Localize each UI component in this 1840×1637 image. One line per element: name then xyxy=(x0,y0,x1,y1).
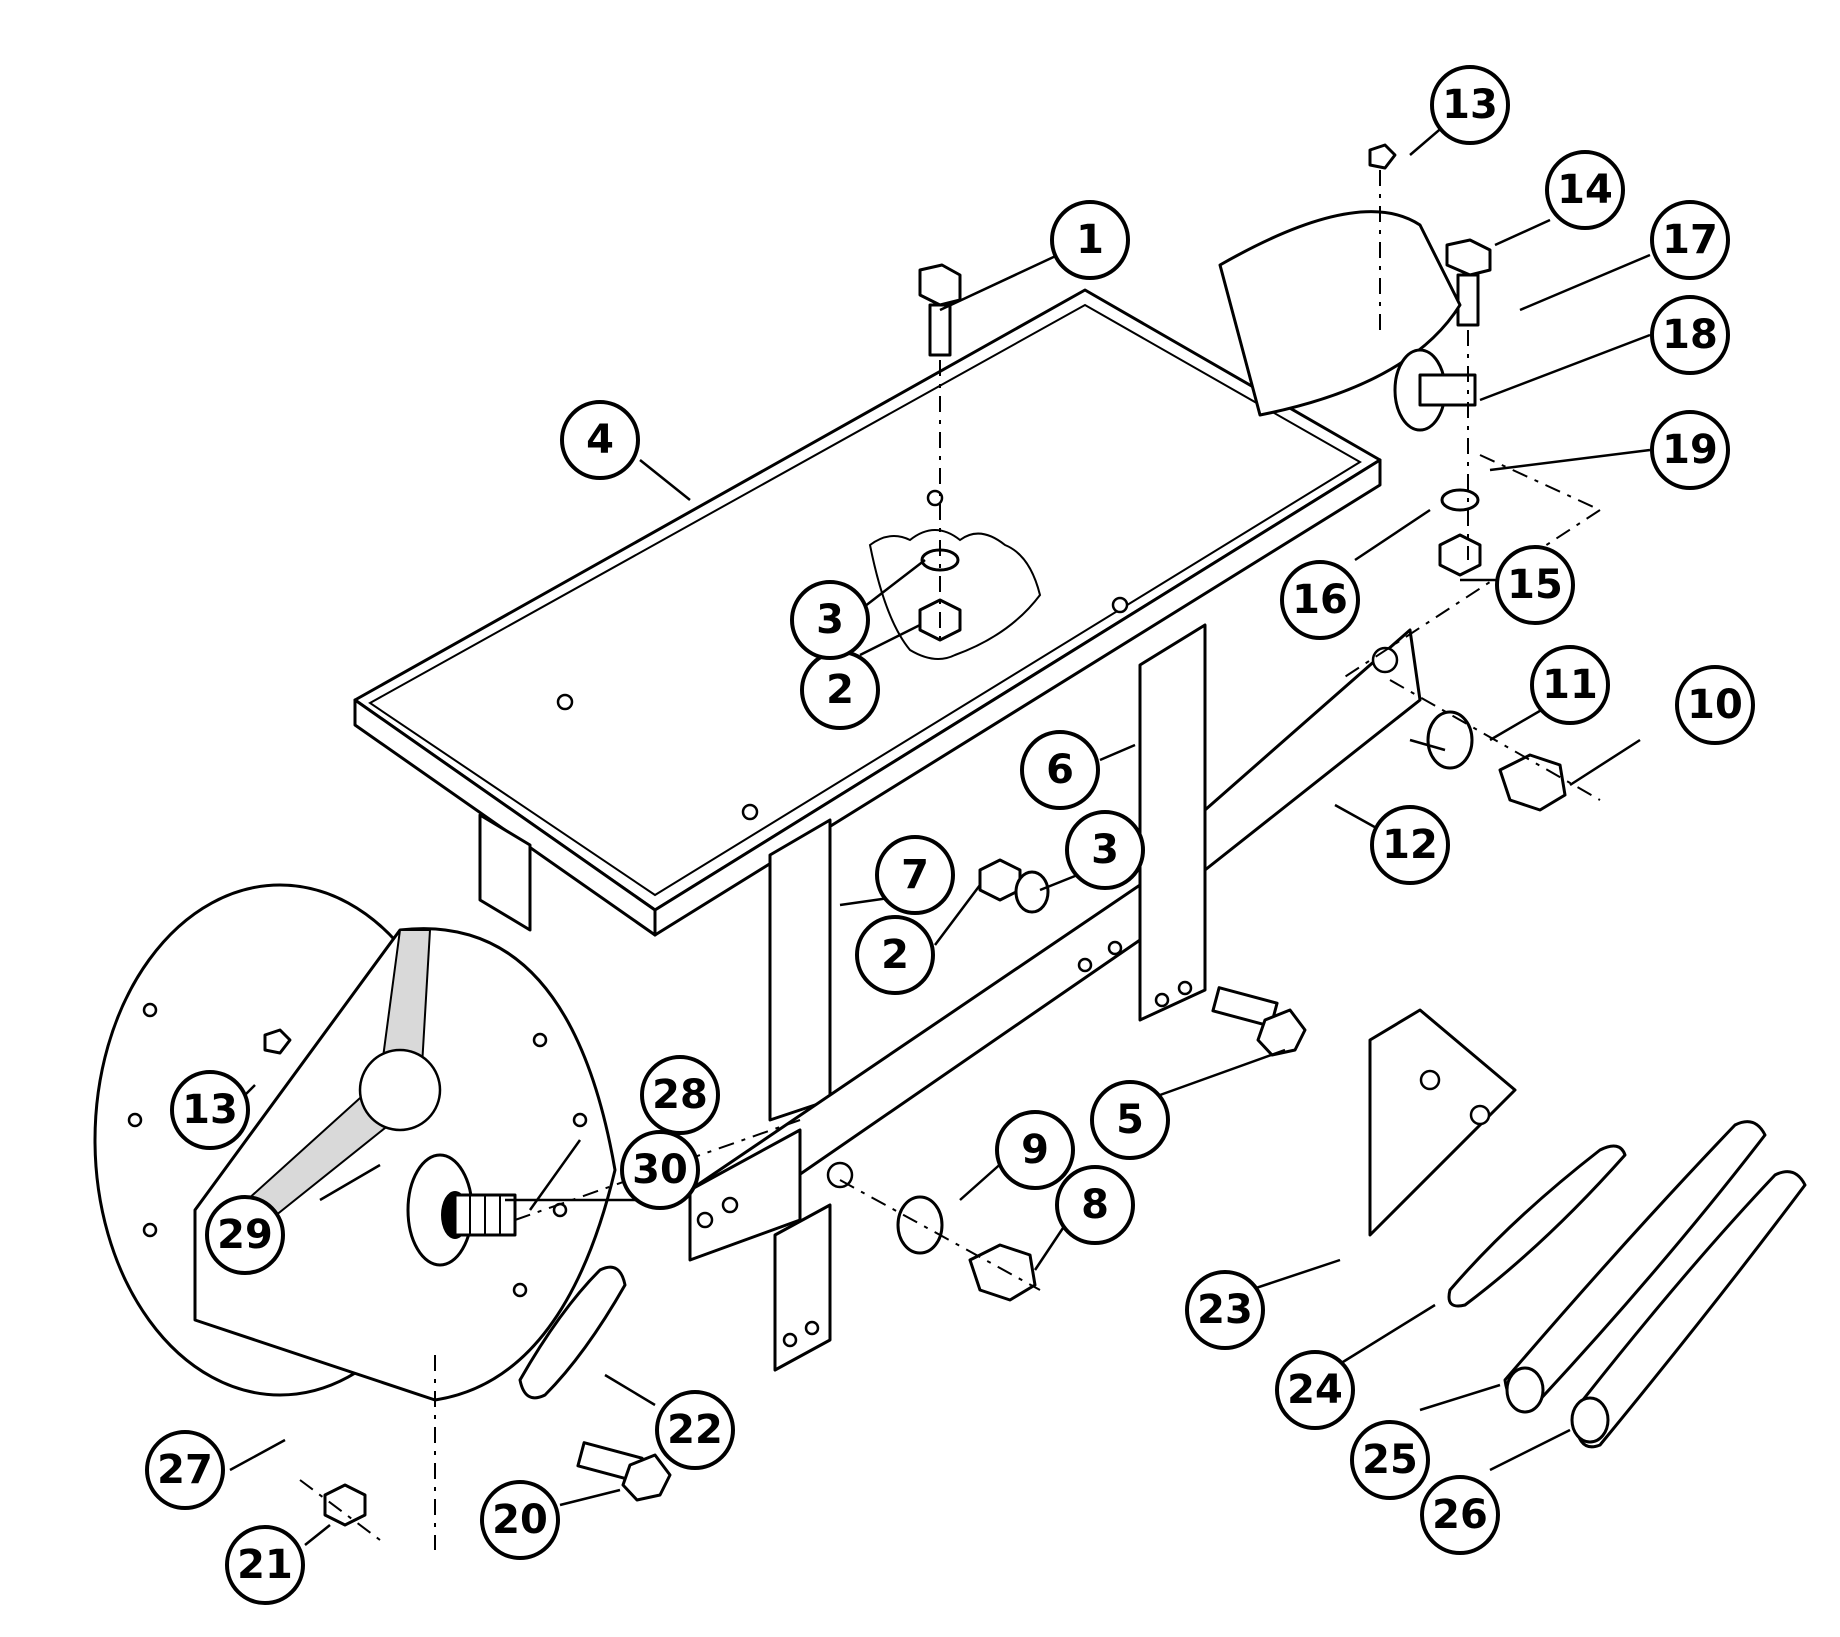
callout-2-mid: 2 xyxy=(855,915,935,995)
callout-24: 24 xyxy=(1275,1350,1355,1430)
callout-15: 15 xyxy=(1495,545,1575,625)
callout-20: 20 xyxy=(480,1480,560,1560)
legs xyxy=(478,623,1207,1122)
callout-26: 26 xyxy=(1420,1475,1500,1555)
callout-16: 16 xyxy=(1280,560,1360,640)
callout-5: 5 xyxy=(1090,1080,1170,1160)
callout-label: 9 xyxy=(1021,1127,1049,1173)
callout-25: 25 xyxy=(1350,1420,1430,1500)
callout-9: 9 xyxy=(995,1110,1075,1190)
callout-13-top: 13 xyxy=(1430,65,1510,145)
callout-label: 18 xyxy=(1662,312,1718,358)
callout-label: 26 xyxy=(1432,1492,1488,1538)
callout-label: 3 xyxy=(1091,827,1119,873)
callout-label: 29 xyxy=(217,1212,273,1258)
callout-label: 15 xyxy=(1507,562,1563,608)
callout-label: 21 xyxy=(237,1542,293,1588)
brace-arms xyxy=(688,628,1422,1372)
callout-label: 22 xyxy=(667,1407,723,1453)
callout-label: 8 xyxy=(1081,1182,1109,1228)
callout-14: 14 xyxy=(1545,150,1625,230)
callout-label: 2 xyxy=(826,667,854,713)
callout-label: 4 xyxy=(586,417,614,463)
callout-label: 25 xyxy=(1362,1437,1418,1483)
callout-label: 23 xyxy=(1197,1287,1253,1333)
fasteners xyxy=(263,143,1567,1527)
callout-label: 11 xyxy=(1542,662,1598,708)
callout-8: 8 xyxy=(1055,1165,1135,1245)
callout-13-hub: 13 xyxy=(170,1070,250,1150)
callout-label: 14 xyxy=(1557,167,1613,213)
tray xyxy=(353,288,1382,937)
callout-1: 1 xyxy=(1050,200,1130,280)
callout-label: 30 xyxy=(632,1147,688,1193)
callout-3-mid: 3 xyxy=(1065,810,1145,890)
callout-28: 28 xyxy=(640,1055,720,1135)
callout-label: 17 xyxy=(1662,217,1718,263)
callout-label: 2 xyxy=(881,932,909,978)
callout-label: 13 xyxy=(182,1087,238,1133)
callout-label: 3 xyxy=(816,597,844,643)
callout-7: 7 xyxy=(875,835,955,915)
callout-18: 18 xyxy=(1650,295,1730,375)
callout-label: 13 xyxy=(1442,82,1498,128)
callout-label: 1 xyxy=(1076,217,1104,263)
callout-12: 12 xyxy=(1370,805,1450,885)
callout-3-top: 3 xyxy=(790,580,870,660)
callout-label: 28 xyxy=(652,1072,708,1118)
callout-11: 11 xyxy=(1530,645,1610,725)
callout-label: 7 xyxy=(901,852,929,898)
callout-22: 22 xyxy=(655,1390,735,1470)
callout-21: 21 xyxy=(225,1525,305,1605)
callout-label: 5 xyxy=(1116,1097,1144,1143)
callout-29: 29 xyxy=(205,1195,285,1275)
callout-19: 19 xyxy=(1650,410,1730,490)
callout-label: 10 xyxy=(1687,682,1743,728)
callout-30: 30 xyxy=(620,1130,700,1210)
callout-label: 12 xyxy=(1382,822,1438,868)
callout-27: 27 xyxy=(145,1430,225,1510)
callout-label: 16 xyxy=(1292,577,1348,623)
callout-label: 20 xyxy=(492,1497,548,1543)
bracket-plate xyxy=(1368,1008,1517,1237)
callout-label: 24 xyxy=(1287,1367,1343,1413)
callout-17: 17 xyxy=(1650,200,1730,280)
callout-label: 6 xyxy=(1046,747,1074,793)
callout-10: 10 xyxy=(1675,665,1755,745)
callout-4: 4 xyxy=(560,400,640,480)
callout-23: 23 xyxy=(1185,1270,1265,1350)
callout-label: 19 xyxy=(1662,427,1718,473)
callout-2-top: 2 xyxy=(800,650,880,730)
callout-6: 6 xyxy=(1020,730,1100,810)
callout-label: 27 xyxy=(157,1447,213,1493)
tines xyxy=(1447,1120,1807,1449)
wheel-hub xyxy=(93,883,617,1402)
